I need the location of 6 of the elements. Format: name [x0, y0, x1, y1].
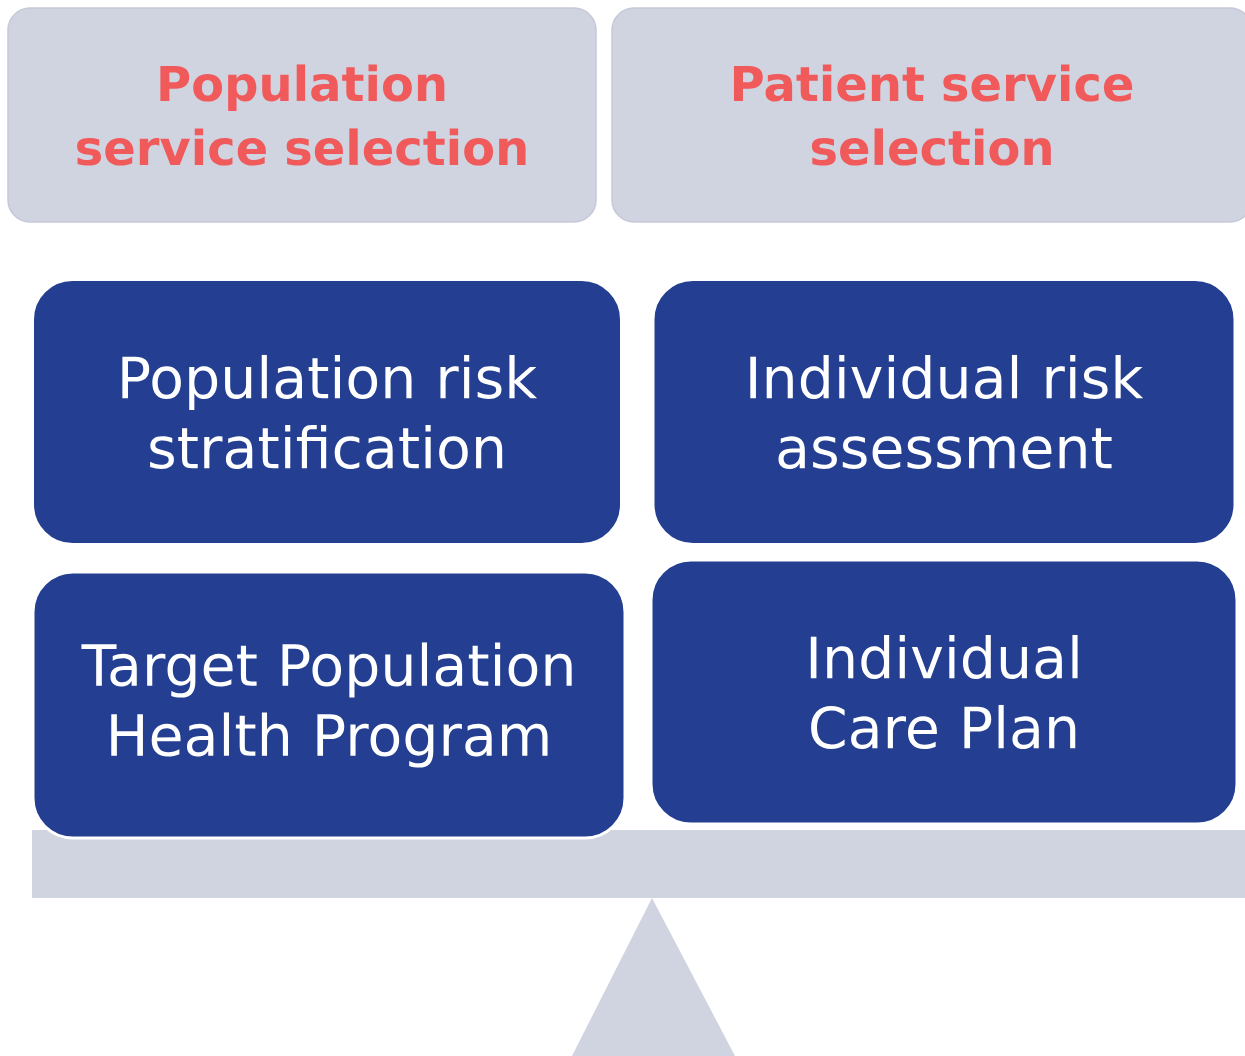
process-box: Individual Care Plan [649, 558, 1239, 826]
process-box: Population risk stratification [31, 278, 623, 546]
process-box: Target Population Health Program [31, 570, 627, 840]
header-box: Patient service selection [611, 7, 1245, 223]
process-box: Individual risk assessment [651, 278, 1237, 546]
header-box: Population service selection [7, 7, 597, 223]
